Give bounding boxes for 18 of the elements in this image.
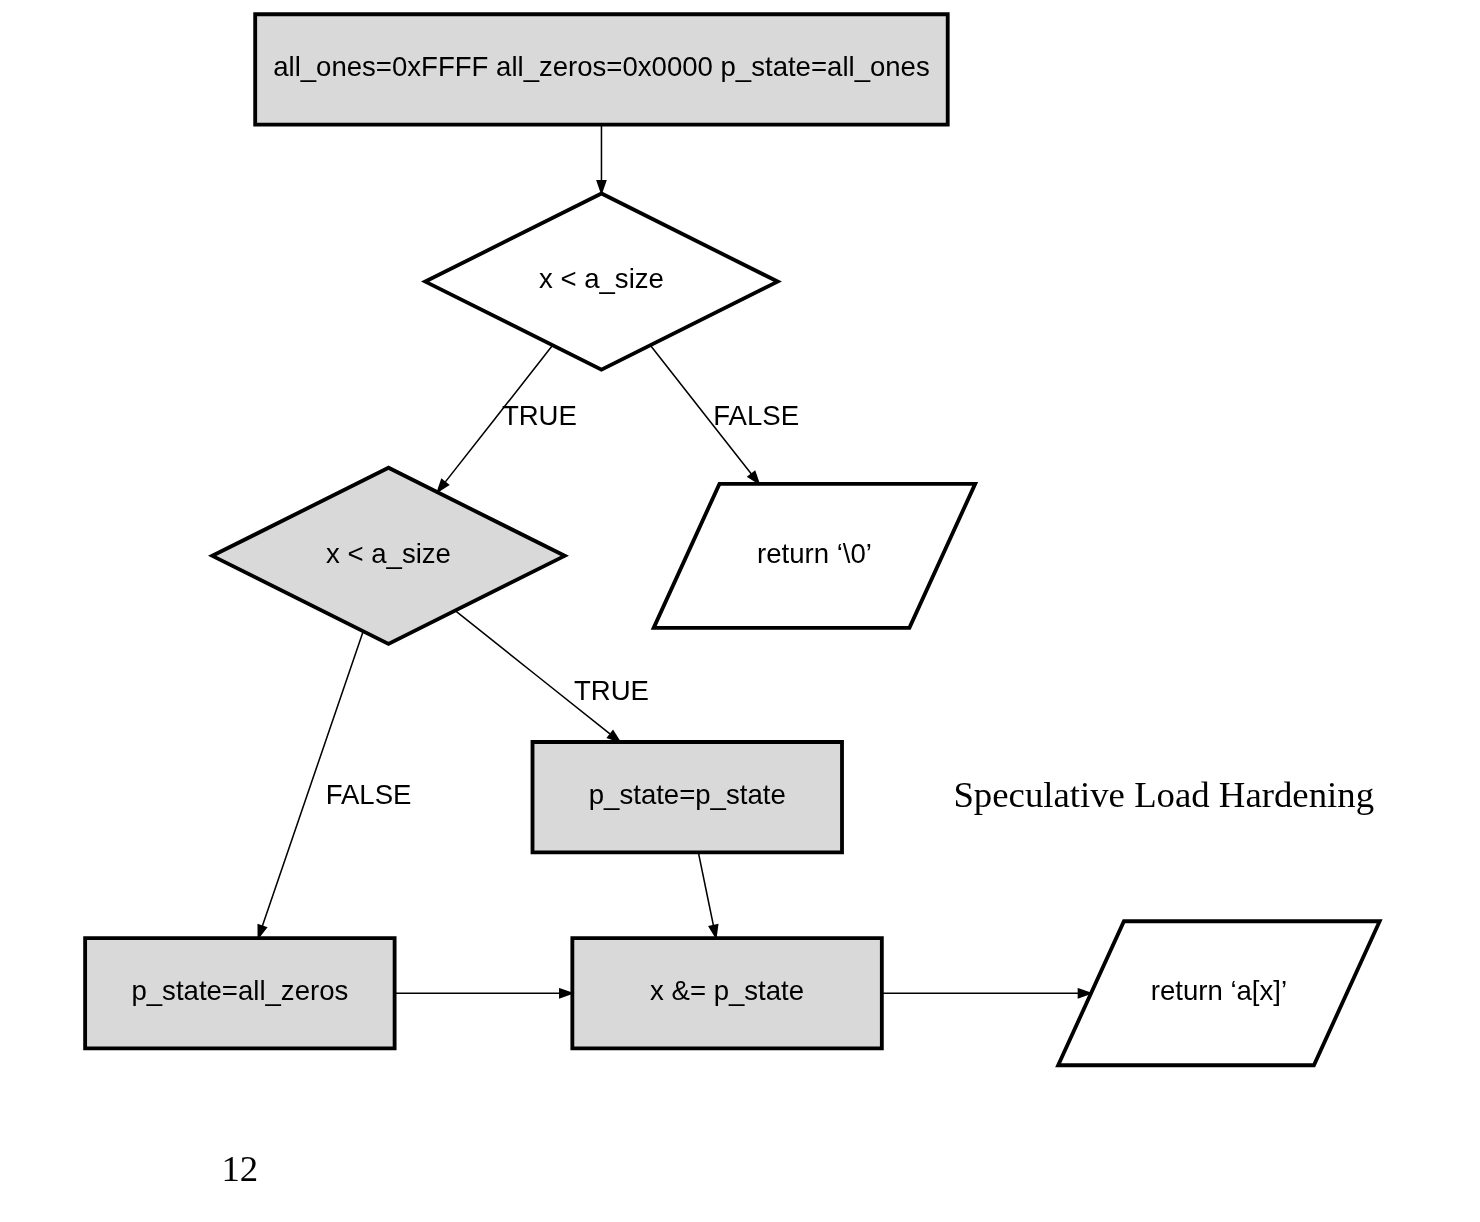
edge-label: TRUE (501, 400, 577, 432)
node-box: p_state=p_state (530, 740, 844, 855)
node-box: p_state=all_zeros (82, 936, 397, 1051)
node-diamond: x < a_size (420, 191, 782, 372)
arrow (393, 987, 574, 999)
edge-label: FALSE (712, 400, 799, 432)
arrow (880, 987, 1093, 999)
arrow (435, 344, 553, 494)
edge-label: FALSE (325, 778, 411, 810)
arrow (256, 630, 364, 940)
node-box: x &= p_state (569, 936, 884, 1051)
node-box: all_ones=0xFFFF all_zeros=0x0000 p_state=all_ones (252, 12, 950, 127)
label: Speculative Load Hardening (952, 773, 1374, 815)
arrow (697, 851, 719, 940)
arrow (649, 344, 760, 486)
label: 12 (220, 1147, 258, 1189)
edge-label: TRUE (573, 674, 649, 706)
node-diamond: x < a_size (207, 465, 569, 647)
